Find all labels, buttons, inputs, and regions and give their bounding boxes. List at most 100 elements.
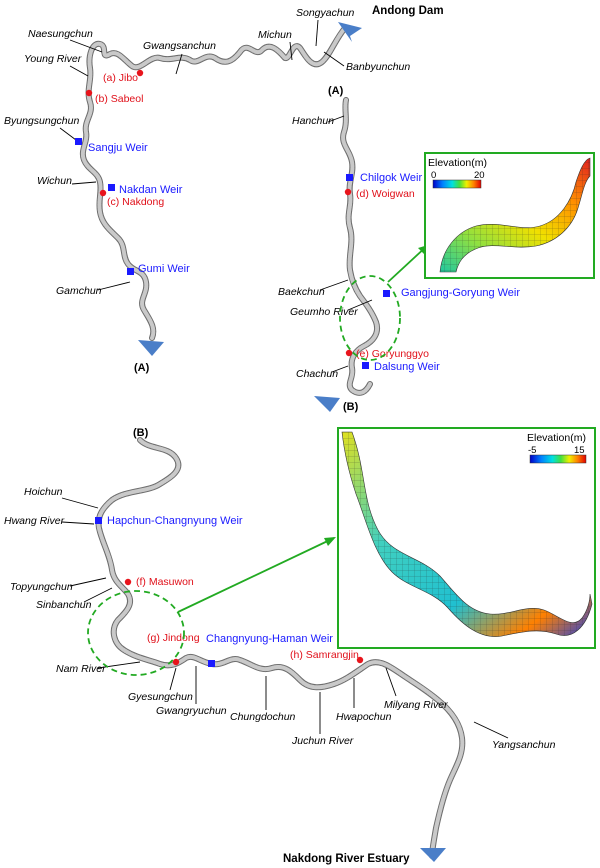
pointer-line xyxy=(289,41,293,61)
section-marker-b-start: (B) xyxy=(133,427,149,439)
inset-lower-colorbar xyxy=(529,454,587,464)
station-label-woigwan: (d) Woigwan xyxy=(356,188,415,200)
pointer-line xyxy=(323,51,345,67)
inset-lower-colorbar-min: -5 xyxy=(528,445,536,456)
station-label-jindong: (g) Jindong xyxy=(147,632,200,644)
tributary-geumho-river: Geumho River xyxy=(290,306,358,318)
weir-marker-nakdan[interactable] xyxy=(108,184,115,191)
weir-label-chilgok: Chilgok Weir xyxy=(360,172,422,184)
weir-label-hapchun: Hapchun-Changnyung Weir xyxy=(107,515,243,527)
tributary-labels: Naesungchun Young River Gwangsanchun Mic… xyxy=(4,7,556,751)
weir-marker-sangju[interactable] xyxy=(75,138,82,145)
station-marker-goryunggyo[interactable] xyxy=(345,349,353,357)
section-marker-b-end: (B) xyxy=(343,401,359,413)
pointer-line xyxy=(327,115,345,123)
callout-arrowhead-icon xyxy=(324,537,336,546)
river-section-2 xyxy=(340,97,380,396)
pointer-line xyxy=(71,181,97,185)
station-label-sabeol: (b) Sabeol xyxy=(95,93,143,105)
pointer-line xyxy=(61,521,95,525)
tributary-baekchun: Baekchun xyxy=(278,286,325,298)
flow-arrow-icon xyxy=(420,848,446,862)
pointer-line xyxy=(347,299,373,311)
tributary-chachun: Chachun xyxy=(296,368,338,380)
inset-upper-mesh-grid xyxy=(440,158,590,272)
tributary-hwang-river: Hwang River xyxy=(4,515,65,527)
weir-marker-hapchun[interactable] xyxy=(95,517,102,524)
pointer-line xyxy=(175,53,183,75)
weir-marker-changnyung[interactable] xyxy=(208,660,215,667)
weir-label-nakdan: Nakdan Weir xyxy=(119,184,183,196)
pointer-line xyxy=(473,721,509,739)
pointer-line xyxy=(69,39,103,53)
flow-arrow-icon xyxy=(314,396,340,412)
tributary-gyesungchun: Gyesungchun xyxy=(128,691,193,703)
weir-label-gangjung: Gangjung-Goryung Weir xyxy=(401,287,520,299)
tributary-gamchun: Gamchun xyxy=(56,285,102,297)
tributary-topyungchun: Topyungchun xyxy=(10,581,73,593)
weir-label-dalsung: Dalsung Weir xyxy=(374,361,440,373)
tributary-sinbanchun: Sinbanchun xyxy=(36,599,92,611)
inset-lower: Elevation(m) -5 15 xyxy=(337,427,596,649)
pointer-line xyxy=(319,279,349,291)
callout-line-lower xyxy=(177,537,335,613)
pointer-line xyxy=(385,667,397,697)
callouts xyxy=(87,244,429,676)
station-label-masuwon: (f) Masuwon xyxy=(136,576,194,588)
weir-marker-dalsung[interactable] xyxy=(362,362,369,369)
weir-markers: Sangju Weir Nakdan Weir Gumi Weir Chilgo… xyxy=(75,138,520,667)
tributary-wichun: Wichun xyxy=(37,175,72,187)
flow-arrow-icon xyxy=(338,22,362,42)
pointer-line xyxy=(83,587,113,603)
flow-arrow-icon xyxy=(138,340,164,356)
pointer-line xyxy=(97,661,141,669)
dam-label: Andong Dam xyxy=(372,5,444,17)
station-marker-masuwon[interactable] xyxy=(124,578,132,586)
weir-marker-gangjung[interactable] xyxy=(383,290,390,297)
station-marker-woigwan[interactable] xyxy=(344,188,352,196)
station-markers: (a) Jibo (b) Sabeol (c) Nakdong (d) Woig… xyxy=(85,69,429,666)
pointer-line xyxy=(61,497,99,509)
river-section-1 xyxy=(79,25,348,341)
pointer-line xyxy=(59,127,77,141)
inset-upper: Elevation(m) 0 20 xyxy=(424,152,595,279)
tributary-gwangryuchun: Gwangryuchun xyxy=(156,705,227,717)
station-marker-sabeol[interactable] xyxy=(85,89,93,97)
station-marker-jindong[interactable] xyxy=(172,658,180,666)
section-marker-a-end: (A) xyxy=(134,362,150,374)
station-marker-nakdong[interactable] xyxy=(99,189,107,197)
estuary-label: Nakdong River Estuary xyxy=(283,853,410,865)
tributary-naesungchun: Naesungchun xyxy=(28,28,93,40)
station-label-goryunggyo: (e) Goryunggyo xyxy=(356,348,429,360)
weir-label-changnyung: Changnyung-Haman Weir xyxy=(206,633,333,645)
flow-arrows xyxy=(138,22,446,862)
station-label-jibo: (a) Jibo xyxy=(103,72,138,84)
inset-upper-colorbar-max: 20 xyxy=(474,170,485,181)
pointer-line xyxy=(69,65,89,77)
tributary-hanchun: Hanchun xyxy=(292,115,334,127)
tributary-byungsungchun: Byungsungchun xyxy=(4,115,79,127)
weir-marker-chilgok[interactable] xyxy=(346,174,353,181)
highlight-ellipse-upper xyxy=(339,275,401,361)
inset-lower-colorbar-title: Elevation(m) xyxy=(527,432,586,444)
section-marker-a-start: (A) xyxy=(328,85,344,97)
station-marker-jibo[interactable] xyxy=(136,69,144,77)
weir-marker-gumi[interactable] xyxy=(127,268,134,275)
inset-upper-colorbar-title: Elevation(m) xyxy=(428,157,487,169)
station-marker-samrangjin[interactable] xyxy=(356,656,364,664)
pointer-line xyxy=(331,365,349,373)
tributary-gwangsanchun: Gwangsanchun xyxy=(143,40,216,52)
tributary-yangsanchun: Yangsanchun xyxy=(492,739,556,751)
pointer-line xyxy=(97,281,131,291)
tributary-nam-river: Nam River xyxy=(56,663,106,675)
pointer-line xyxy=(169,667,177,691)
tributary-juchun-river: Juchun River xyxy=(291,735,354,747)
station-label-samrangjin: (h) Samrangjin xyxy=(290,649,359,661)
weir-label-gumi: Gumi Weir xyxy=(138,263,190,275)
pointer-line xyxy=(69,577,107,587)
tributary-songyachun: Songyachun xyxy=(296,7,355,19)
weir-label-sangju: Sangju Weir xyxy=(88,142,148,154)
tributary-young-river: Young River xyxy=(24,53,82,65)
tributary-michun: Michun xyxy=(258,29,292,41)
